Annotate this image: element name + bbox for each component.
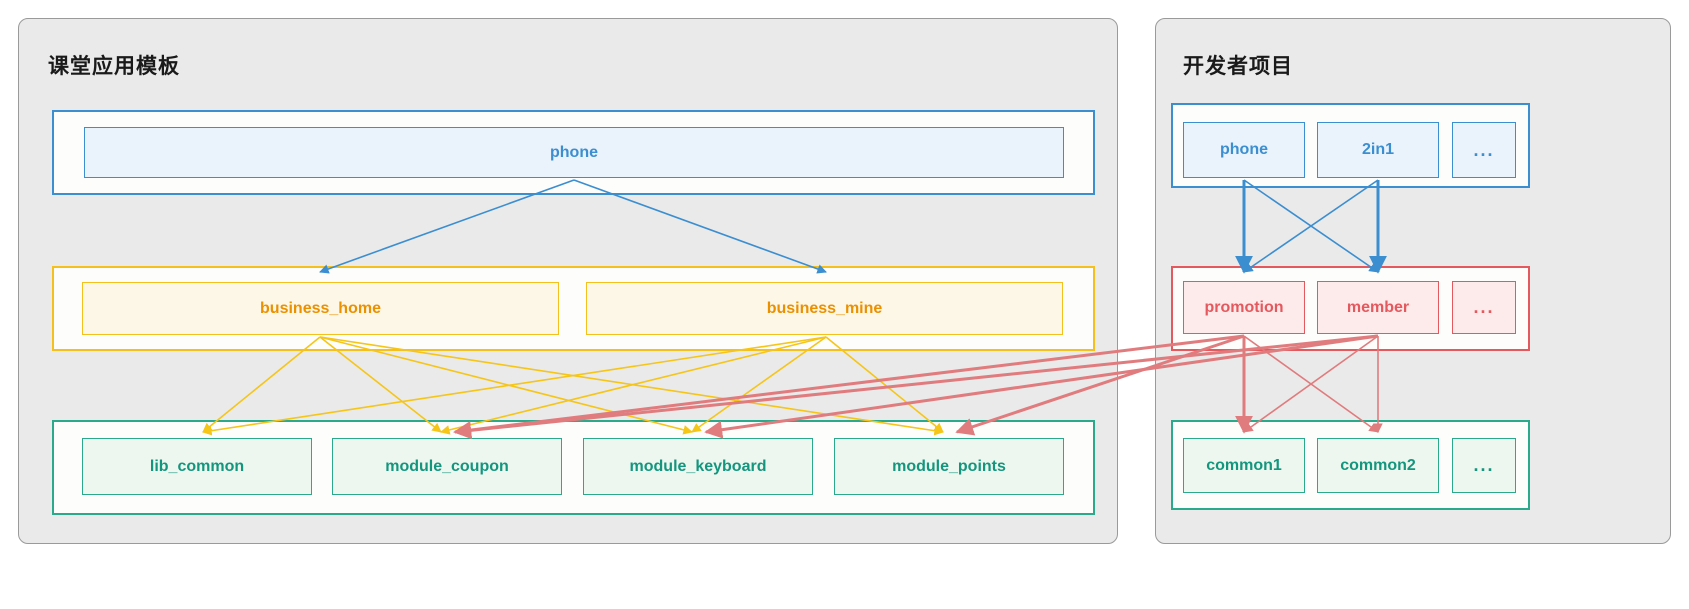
node-member[interactable]: member [1317,281,1439,334]
node-developer-phone[interactable]: phone [1183,122,1305,178]
node-lib-common[interactable]: lib_common [82,438,312,495]
node-common1[interactable]: common1 [1183,438,1305,493]
node-developer-module-more[interactable]: ... [1452,438,1516,493]
node-module-coupon[interactable]: module_coupon [332,438,562,495]
node-module-points[interactable]: module_points [834,438,1064,495]
node-developer-app-more[interactable]: ... [1452,122,1516,178]
node-promotion[interactable]: promotion [1183,281,1305,334]
node-common2[interactable]: common2 [1317,438,1439,493]
panel-template-title: 课堂应用模板 [48,55,180,78]
panel-developer-title: 开发者项目 [1183,55,1293,78]
node-developer-2in1[interactable]: 2in1 [1317,122,1439,178]
node-business-home[interactable]: business_home [82,282,559,335]
node-template-phone[interactable]: phone [84,127,1064,178]
node-module-keyboard[interactable]: module_keyboard [583,438,813,495]
node-business-mine[interactable]: business_mine [586,282,1063,335]
node-developer-business-more[interactable]: ... [1452,281,1516,334]
